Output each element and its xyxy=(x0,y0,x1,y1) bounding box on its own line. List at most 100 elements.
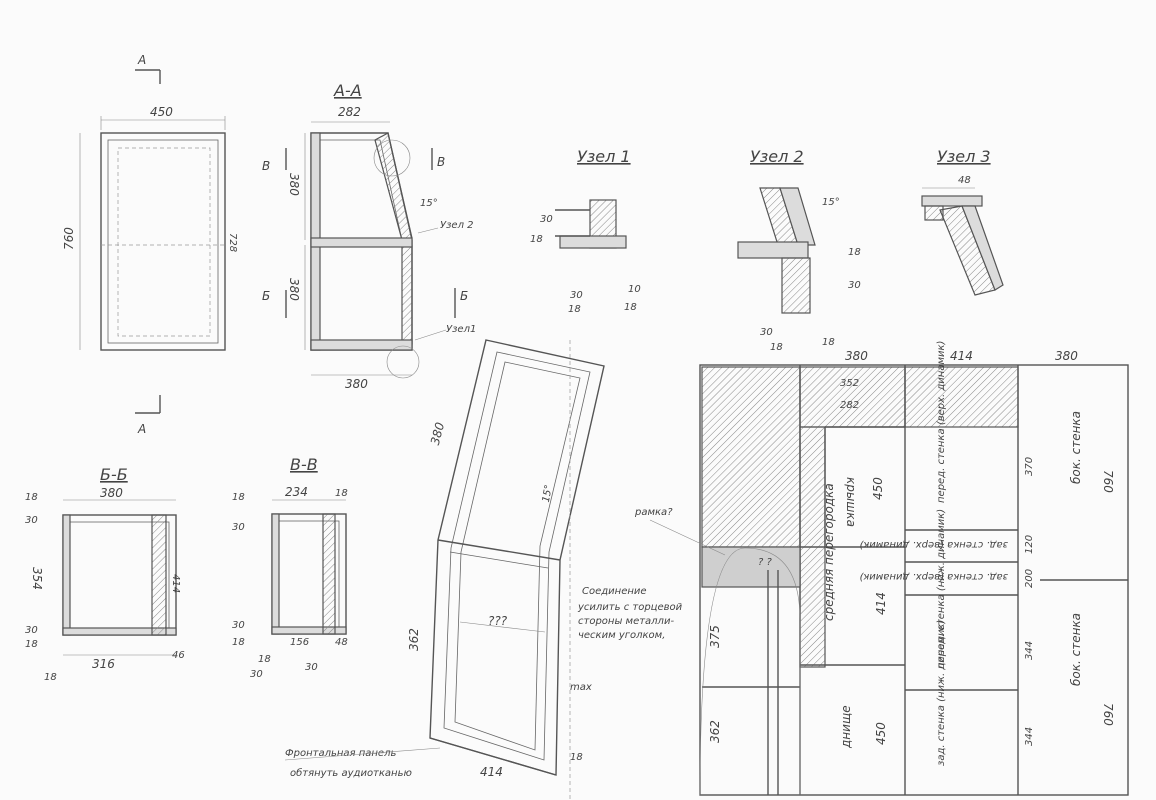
cut-row-h3: 200 xyxy=(1024,569,1035,588)
cut-side2-val: 760 xyxy=(1101,703,1115,726)
section-bb: Б-Б 380 18 30 354 414 30 18 316 46 18 xyxy=(25,465,185,683)
vv-d48: 48 xyxy=(335,637,348,648)
vv-d30-bottom: 30 xyxy=(232,620,245,631)
cut-lid: крышка xyxy=(844,477,858,527)
node1-d10: 10 xyxy=(628,284,641,295)
aa-node1-ref: Узел1 xyxy=(446,324,476,335)
frame-qmarks: ??? xyxy=(488,614,508,628)
node2-d18: 18 xyxy=(848,247,861,258)
front-inner-height: 728 xyxy=(227,233,238,252)
vv-d156: 156 xyxy=(290,637,309,648)
vv-d18-top-right: 18 xyxy=(335,488,348,499)
node2-d30-foot: 30 xyxy=(760,327,773,338)
vv-width: 234 xyxy=(285,485,308,499)
vv-d18-top: 18 xyxy=(232,492,245,503)
aa-cut-b-left: Б xyxy=(262,289,270,303)
cut-front-bottom: перед. стенка (ниж. динамик) xyxy=(936,509,947,669)
cut-w352: 352 xyxy=(840,378,859,389)
node1-d18: 18 xyxy=(530,234,543,245)
node1-d30-foot: 30 xyxy=(570,290,583,301)
aa-cut-b-right: Б xyxy=(460,289,468,303)
frame-d18: 18 xyxy=(570,752,583,763)
frame-note-join: Соединение усилить с торцевой стороны ме… xyxy=(577,586,685,641)
cut-col-w1: 380 xyxy=(845,349,868,363)
bb-d18-top: 18 xyxy=(25,492,38,503)
aa-cut-v-left: В xyxy=(262,159,270,173)
node1-d18-foot: 18 xyxy=(568,304,581,315)
join-line-4: ческим уголком, xyxy=(578,630,665,641)
frame-d414: 414 xyxy=(480,765,503,779)
bb-d30-top: 30 xyxy=(25,515,38,526)
cut-frame-375: 375 xyxy=(708,625,722,648)
cut-mark-bottom: А xyxy=(137,422,146,436)
cut-row-h5: 344 xyxy=(1024,727,1035,746)
cut-front-top: перед. стенка (верх. динамик) xyxy=(936,341,947,503)
bb-d30-bottom: 30 xyxy=(25,625,38,636)
perspective-frame: 380 362 414 18 15° ??? max Соединение ус… xyxy=(284,339,685,800)
cut-col-w3: 380 xyxy=(1055,349,1078,363)
section-bb-title: Б-Б xyxy=(100,465,128,484)
cut-lid-val: 450 xyxy=(871,477,885,500)
join-line-2: усилить с торцевой xyxy=(577,602,683,613)
aa-bottom-width: 380 xyxy=(345,377,368,391)
cut-side1-val: 760 xyxy=(1101,470,1115,493)
vv-d18-bottom: 18 xyxy=(232,637,245,648)
cut-mark-top: А xyxy=(137,53,146,67)
cut-frame-ref: рамка? xyxy=(634,507,673,518)
node2-angle: 15° xyxy=(822,197,840,208)
aa-lower-height: 380 xyxy=(287,278,301,301)
node3-title: Узел 3 xyxy=(937,147,991,166)
bb-d18-foot: 18 xyxy=(44,672,57,683)
aa-upper-height: 380 xyxy=(287,173,301,196)
cut-side1: бок. стенка xyxy=(1069,411,1083,484)
section-vv-title: В-В xyxy=(290,455,318,474)
cut-w282: 282 xyxy=(840,400,859,411)
vv-d30-top: 30 xyxy=(232,522,245,533)
cutting-layout: 380 414 380 352 282 крышка 450 средняя п… xyxy=(634,341,1129,796)
node2-title: Узел 2 xyxy=(750,147,804,166)
cut-mid-shelf: средняя перегородка xyxy=(822,483,836,621)
node-3: Узел 3 48 xyxy=(921,147,1004,296)
cut-rear-top2: зад. стенка (верх. динамик) xyxy=(859,571,1008,582)
node2-d18-right: 18 xyxy=(822,337,835,348)
front-view: 450 760 728 А А xyxy=(62,53,238,436)
cut-frame-362: 362 xyxy=(708,720,722,743)
join-line-3: стороны металли- xyxy=(578,616,674,627)
bb-d414: 414 xyxy=(170,574,181,593)
node2-d30: 30 xyxy=(848,280,861,291)
node1-d18-right: 18 xyxy=(624,302,637,313)
cut-side2: бок. стенка xyxy=(1069,613,1083,686)
cut-rear-bottom: зад. стенка (ниж. динамик) xyxy=(936,620,947,766)
cut-row-h1: 370 xyxy=(1024,457,1035,476)
node-1: Узел 1 30 18 30 18 10 18 xyxy=(530,147,641,315)
cut-qq: ? ? xyxy=(758,557,772,568)
frame-angle: 15° xyxy=(541,484,555,503)
front-width: 450 xyxy=(150,105,173,119)
vv-d18-foot: 18 xyxy=(258,654,271,665)
front-line-1: Фронтальная панель xyxy=(285,748,396,759)
cut-bottom: днище xyxy=(839,705,853,749)
node-2: Узел 2 15° 18 30 30 18 18 xyxy=(737,147,861,353)
node3-d48: 48 xyxy=(958,175,971,186)
aa-angle: 15° xyxy=(420,198,438,209)
frame-d362: 362 xyxy=(407,628,421,651)
cut-row-h2: 120 xyxy=(1024,535,1035,554)
cut-bottom-val: 450 xyxy=(874,722,888,745)
section-aa-title: А-А xyxy=(333,81,362,100)
front-height: 760 xyxy=(62,227,76,250)
bb-d316: 316 xyxy=(92,657,115,671)
aa-top-width: 282 xyxy=(338,105,361,119)
node2-d18-foot: 18 xyxy=(770,342,783,353)
cut-row-h4: 344 xyxy=(1024,641,1035,660)
front-line-2: обтянуть аудиотканью xyxy=(290,767,412,779)
bb-d46: 46 xyxy=(172,650,185,661)
section-vv: В-В 234 18 18 30 30 18 156 48 18 30 30 xyxy=(232,455,348,680)
cut-rear-top: зад. стенка (верх. динамик) xyxy=(859,539,1008,550)
frame-note-front: Фронтальная панель обтянуть аудиотканью xyxy=(285,748,412,779)
frame-max: max xyxy=(570,682,592,693)
section-aa: А-А 282 380 380 380 15° Узел 2 Узел1 В В… xyxy=(262,81,476,391)
bb-d18-bottom: 18 xyxy=(25,639,38,650)
vv-d30-foot2: 30 xyxy=(305,662,318,673)
